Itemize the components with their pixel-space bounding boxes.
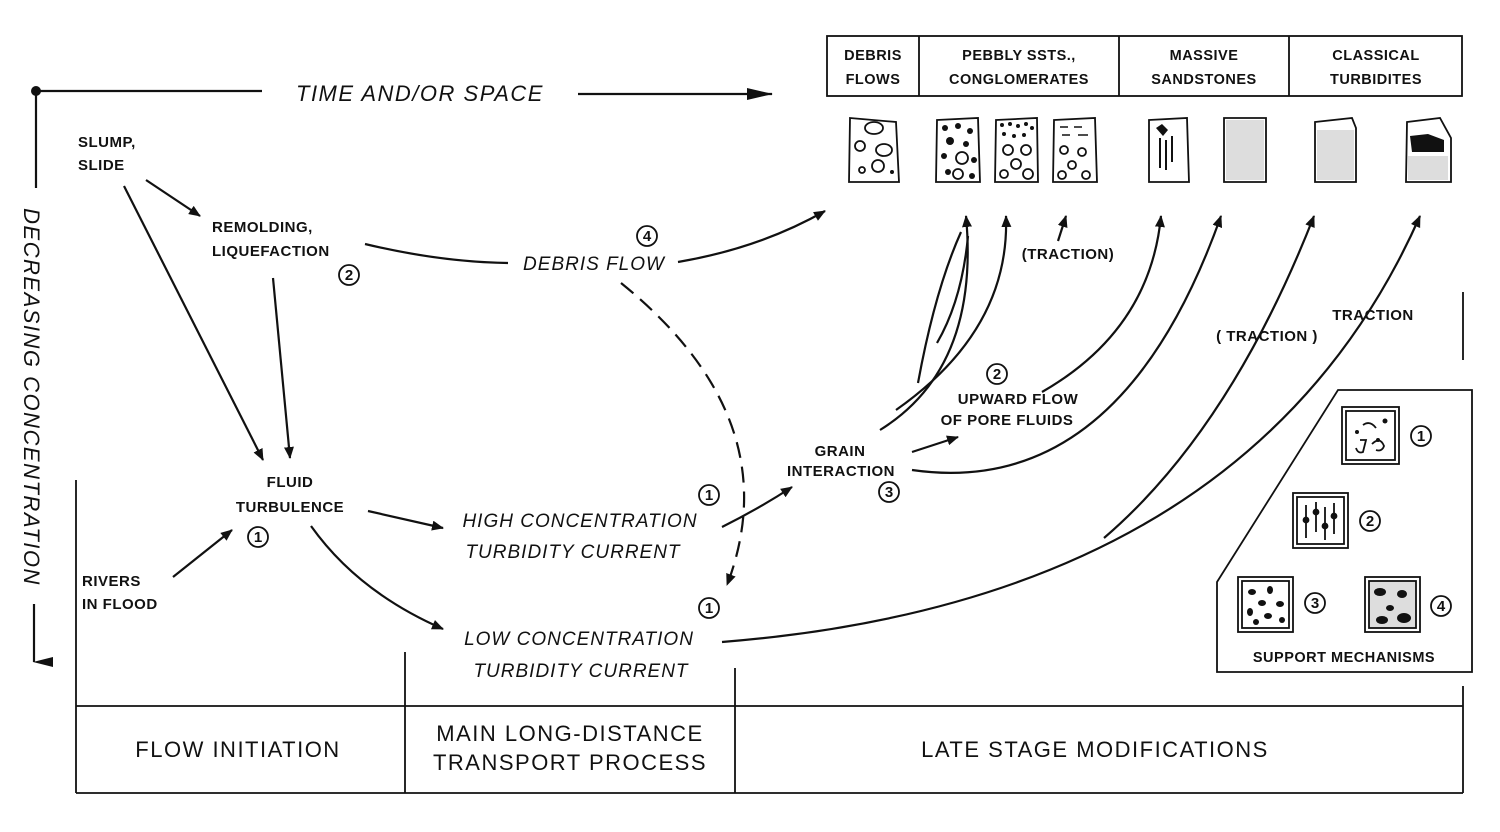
fluid-turbulence-line1: FLUID [267, 474, 314, 491]
support-mechanism-1-icon [1341, 406, 1400, 465]
support-number-1: 1 [1417, 428, 1425, 445]
upward-flow-number: 2 [993, 366, 1001, 383]
node-fluid-turbulence: FLUID TURBULENCE 1 [236, 474, 344, 548]
node-slump: SLUMP, SLIDE [78, 134, 136, 174]
column-pebbly-2 [994, 117, 1039, 183]
stage-transport-line1: MAIN LONG-DISTANCE [436, 721, 703, 746]
node-upward-flow: 2 UPWARD FLOW OF PORE FLUIDS [941, 363, 1079, 429]
support-mechanism-4-icon [1364, 576, 1421, 633]
high-tc-line2: TURBIDITY CURRENT [465, 542, 680, 563]
fluid-turbulence-number: 1 [254, 529, 262, 546]
traction-label-b: ( TRACTION ) [1216, 328, 1318, 345]
support-mechanism-2-icon [1292, 492, 1349, 549]
concentration-axis-label: DECREASING CONCENTRATION [19, 208, 44, 586]
debris-flow-number: 4 [643, 228, 652, 245]
stage-flow-initiation: FLOW INITIATION [135, 737, 340, 762]
traction-label-a: (TRACTION) [1022, 246, 1114, 263]
low-tc-number: 1 [705, 600, 713, 617]
sediment-columns [848, 117, 1452, 183]
remolding-number: 2 [345, 267, 353, 284]
column-massive-1 [1148, 117, 1190, 183]
time-axis-label: TIME AND/OR SPACE [296, 81, 544, 106]
time-axis: TIME AND/OR SPACE [31, 81, 773, 106]
node-low-concentration: LOW CONCENTRATION TURBIDITY CURRENT 1 [464, 597, 720, 682]
support-mechanism-3-icon [1237, 576, 1294, 633]
remolding-line1: REMOLDING, [212, 219, 313, 236]
upward-flow-line2: OF PORE FLUIDS [941, 412, 1074, 429]
header-classical-line1: CLASSICAL [1332, 48, 1419, 64]
flow-arrows [123, 179, 1422, 644]
deposit-header-table: DEBRIS FLOWS PEBBLY SSTS., CONGLOMERATES… [826, 35, 1463, 97]
column-classical-2 [1405, 117, 1452, 183]
column-pebbly-3 [1052, 117, 1098, 183]
header-pebbly-line2: CONGLOMERATES [949, 72, 1089, 88]
support-mechanisms-panel: 1 2 3 [1216, 389, 1473, 673]
support-number-2: 2 [1366, 513, 1374, 530]
upward-flow-line1: UPWARD FLOW [958, 391, 1079, 408]
header-massive-line2: SANDSTONES [1151, 72, 1256, 88]
stage-transport-line2: TRANSPORT PROCESS [433, 750, 707, 775]
fluid-turbulence-line2: TURBULENCE [236, 499, 344, 516]
header-classical-line2: TURBIDITES [1330, 72, 1422, 88]
concentration-axis: DECREASING CONCENTRATION [19, 91, 53, 667]
rivers-line1: RIVERS [82, 573, 141, 590]
column-classical-1 [1314, 117, 1357, 183]
column-pebbly-1 [935, 117, 981, 183]
header-debris-flows-line1: DEBRIS [844, 48, 902, 64]
traction-label-c: TRACTION [1332, 307, 1414, 324]
node-high-concentration: HIGH CONCENTRATION TURBIDITY CURRENT 1 [462, 484, 720, 563]
header-pebbly-line1: PEBBLY SSTS., [962, 48, 1076, 64]
slump-line2: SLIDE [78, 157, 125, 174]
support-number-4: 4 [1437, 598, 1446, 615]
high-tc-number: 1 [705, 487, 713, 504]
low-tc-line2: TURBIDITY CURRENT [473, 661, 688, 682]
support-number-3: 3 [1311, 595, 1319, 612]
grain-interaction-line1: GRAIN [815, 443, 866, 460]
slump-line1: SLUMP, [78, 134, 136, 151]
header-debris-flows-line2: FLOWS [846, 72, 901, 88]
node-debris-flow: DEBRIS FLOW 4 [523, 225, 666, 275]
node-rivers: RIVERS IN FLOOD [82, 573, 158, 613]
debris-flow-label: DEBRIS FLOW [523, 254, 666, 275]
node-grain-interaction: GRAIN INTERACTION 3 [787, 443, 900, 503]
rivers-line2: IN FLOOD [82, 596, 158, 613]
stage-table: FLOW INITIATION MAIN LONG-DISTANCE TRANS… [75, 292, 1464, 794]
column-massive-2 [1223, 117, 1267, 183]
node-remolding: REMOLDING, LIQUEFACTION 2 [212, 219, 360, 286]
remolding-line2: LIQUEFACTION [212, 243, 330, 260]
high-tc-line1: HIGH CONCENTRATION [462, 511, 697, 532]
stage-late-modifications: LATE STAGE MODIFICATIONS [921, 737, 1269, 762]
header-massive-line1: MASSIVE [1170, 48, 1239, 64]
grain-interaction-line2: INTERACTION [787, 463, 895, 480]
column-debris-flow [848, 117, 900, 183]
support-mechanisms-title: SUPPORT MECHANISMS [1253, 650, 1435, 666]
low-tc-line1: LOW CONCENTRATION [464, 629, 694, 650]
grain-interaction-number: 3 [885, 484, 893, 501]
